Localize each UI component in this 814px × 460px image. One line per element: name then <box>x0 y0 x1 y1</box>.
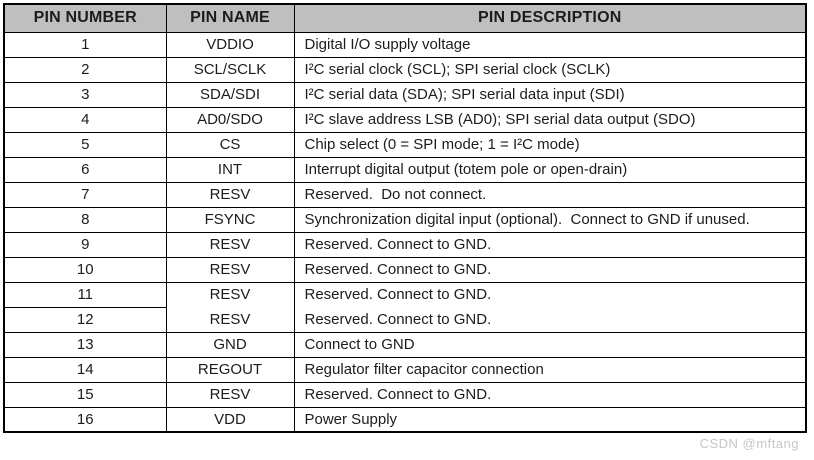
pin-description-cell: Regulator filter capacitor connection <box>293 356 807 383</box>
col-header-pin-number: PIN NUMBER <box>3 3 167 33</box>
pin-number-cell: 2 <box>3 56 167 83</box>
pin-number-cell: 15 <box>3 381 167 408</box>
pin-number-cell: 5 <box>3 131 167 158</box>
table-row: 3 SDA/SDI I²C serial data (SDA); SPI ser… <box>3 81 807 108</box>
pin-description-cell: Reserved. Connect to GND. <box>293 231 807 258</box>
pin-name-cell: VDDIO <box>165 31 295 58</box>
pin-number-cell: 13 <box>3 331 167 358</box>
pin-description-cell: Reserved. Do not connect. <box>293 181 807 208</box>
pin-number-cell: 7 <box>3 181 167 208</box>
table-row: 5 CS Chip select (0 = SPI mode; 1 = I²C … <box>3 131 807 158</box>
pin-name-cell: CS <box>165 131 295 158</box>
table-row: 13 GND Connect to GND <box>3 331 807 358</box>
pin-description-cell: Chip select (0 = SPI mode; 1 = I²C mode) <box>293 131 807 158</box>
pin-name-cell: AD0/SDO <box>165 106 295 133</box>
pin-name-cell: SDA/SDI <box>165 81 295 108</box>
table-row: 8 FSYNC Synchronization digital input (o… <box>3 206 807 233</box>
pin-description-cell: Reserved. Connect to GND. <box>293 281 807 307</box>
table-row: 11 RESV Reserved. Connect to GND. <box>3 281 807 308</box>
pin-name-cell: FSYNC <box>165 206 295 233</box>
pin-description-cell: Power Supply <box>293 406 807 433</box>
pin-name-cell: RESV <box>165 256 295 283</box>
pin-number-cell: 16 <box>3 406 167 433</box>
header-row: PIN NUMBER PIN NAME PIN DESCRIPTION <box>3 3 807 33</box>
table-row: 15 RESV Reserved. Connect to GND. <box>3 381 807 408</box>
table-row: 1 VDDIO Digital I/O supply voltage <box>3 31 807 58</box>
pin-name-cell: RESV <box>165 307 295 333</box>
pin-number-cell: 3 <box>3 81 167 108</box>
table-row: 7 RESV Reserved. Do not connect. <box>3 181 807 208</box>
pin-description-table: PIN NUMBER PIN NAME PIN DESCRIPTION 1 VD… <box>3 3 807 433</box>
pin-name-cell: VDD <box>165 406 295 433</box>
pin-description-cell: Digital I/O supply voltage <box>293 31 807 58</box>
pin-name-cell: GND <box>165 331 295 358</box>
col-header-pin-description: PIN DESCRIPTION <box>293 3 807 33</box>
pin-number-cell: 9 <box>3 231 167 258</box>
pin-number-cell: 8 <box>3 206 167 233</box>
pin-description-cell: Reserved. Connect to GND. <box>293 256 807 283</box>
col-header-pin-name: PIN NAME <box>165 3 295 33</box>
pin-number-cell: 1 <box>3 31 167 58</box>
pin-number-cell: 14 <box>3 356 167 383</box>
pin-name-cell: RESV <box>165 381 295 408</box>
pin-name-cell: RESV <box>165 281 295 307</box>
pin-name-cell: RESV <box>165 181 295 208</box>
pin-number-cell: 12 <box>3 306 167 333</box>
pin-name-cell: SCL/SCLK <box>165 56 295 83</box>
pin-number-cell: 11 <box>3 281 167 308</box>
watermark: CSDN @mftang <box>699 436 799 451</box>
table-row: 16 VDD Power Supply <box>3 406 807 433</box>
pin-description-cell: Interrupt digital output (totem pole or … <box>293 156 807 183</box>
table-row: 10 RESV Reserved. Connect to GND. <box>3 256 807 283</box>
pin-number-cell: 4 <box>3 106 167 133</box>
pin-description-cell: I²C serial data (SDA); SPI serial data i… <box>293 81 807 108</box>
pin-name-cell: INT <box>165 156 295 183</box>
pin-description-cell: Connect to GND <box>293 331 807 358</box>
table-row: 14 REGOUT Regulator filter capacitor con… <box>3 356 807 383</box>
table-row: 12 RESV Reserved. Connect to GND. <box>3 306 807 333</box>
pin-description-cell: I²C slave address LSB (AD0); SPI serial … <box>293 106 807 133</box>
pin-name-cell: RESV <box>165 231 295 258</box>
table-row: 4 AD0/SDO I²C slave address LSB (AD0); S… <box>3 106 807 133</box>
pin-description-cell: Reserved. Connect to GND. <box>293 381 807 408</box>
pin-description-cell: Reserved. Connect to GND. <box>293 307 807 333</box>
pin-description-cell: Synchronization digital input (optional)… <box>293 206 807 233</box>
table-row: 2 SCL/SCLK I²C serial clock (SCL); SPI s… <box>3 56 807 83</box>
table-row: 9 RESV Reserved. Connect to GND. <box>3 231 807 258</box>
table-row: 6 INT Interrupt digital output (totem po… <box>3 156 807 183</box>
pin-name-cell: REGOUT <box>165 356 295 383</box>
pin-number-cell: 6 <box>3 156 167 183</box>
pin-description-cell: I²C serial clock (SCL); SPI serial clock… <box>293 56 807 83</box>
pin-number-cell: 10 <box>3 256 167 283</box>
